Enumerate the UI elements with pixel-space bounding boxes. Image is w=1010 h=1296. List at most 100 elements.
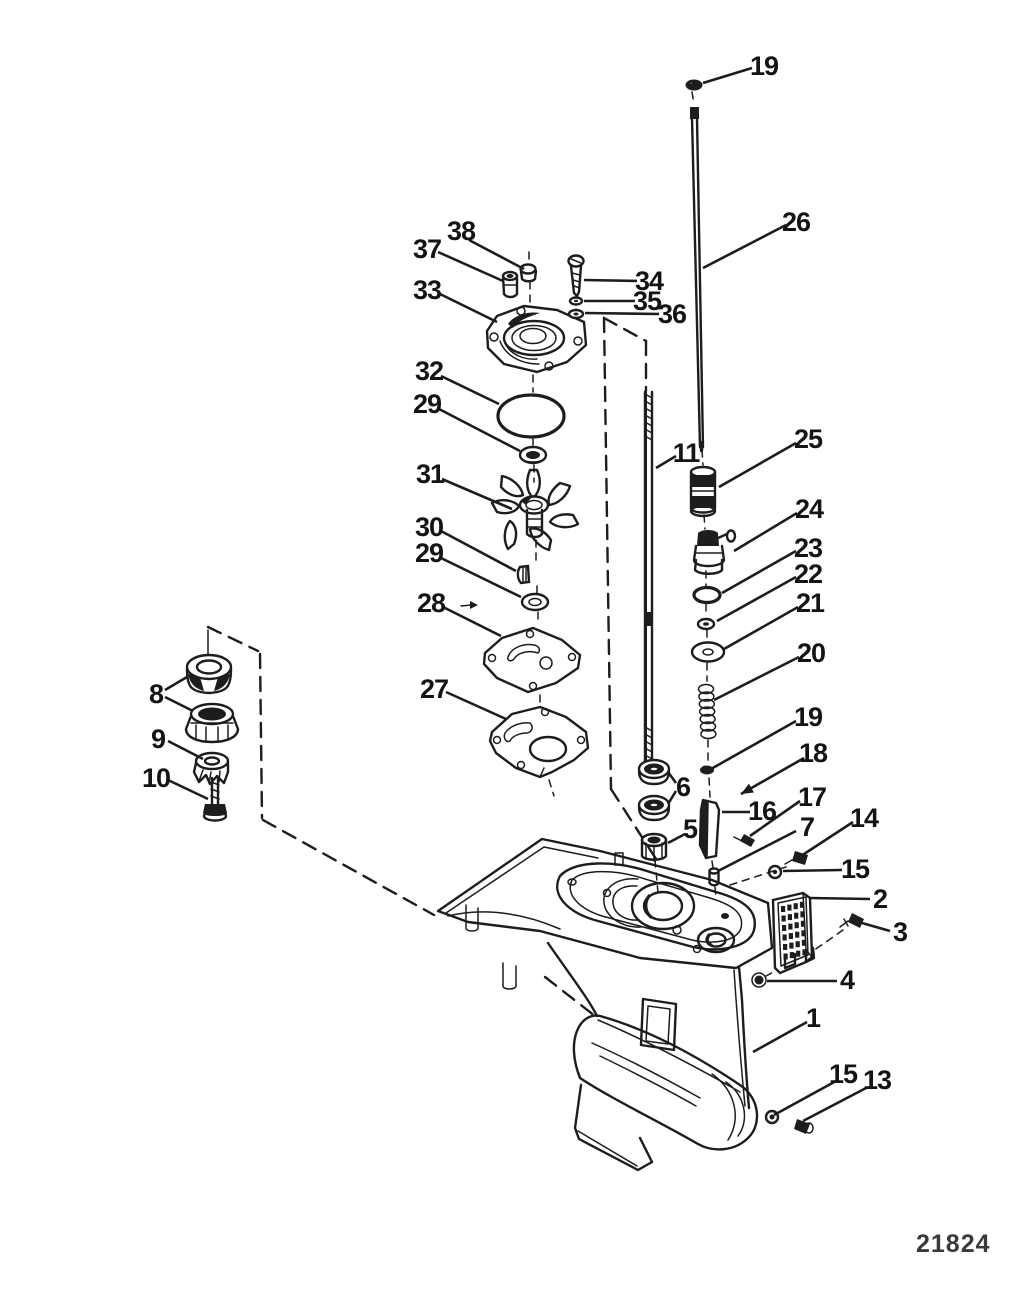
- pump-cover-sleeve: [501, 270, 519, 299]
- screen-hole: [794, 912, 799, 919]
- driveshaft-bearing-lower: [637, 794, 671, 822]
- screen-hole: [796, 950, 801, 957]
- pinion-gear: [192, 751, 230, 786]
- leader-line-5: [667, 832, 686, 845]
- spring-coil: [699, 713, 716, 725]
- leader-line-22: [716, 575, 797, 623]
- callout-label-30-14: 30: [415, 512, 443, 542]
- leader-line-15: [773, 1079, 837, 1117]
- orientation-arrow: [460, 601, 478, 609]
- screen-hole: [800, 911, 805, 918]
- cam-o-ring: [692, 585, 722, 605]
- leader-line-23: [721, 549, 797, 595]
- leader-line-29: [440, 556, 522, 599]
- pump-base-plate: [488, 705, 590, 779]
- screen-hole: [799, 901, 805, 908]
- callout-label-6-27: 6: [676, 772, 691, 802]
- callout-label-19-0: 19: [750, 51, 779, 81]
- callout-label-29-9: 29: [413, 389, 442, 419]
- face-plate-gasket: [482, 626, 582, 694]
- leader-line-15: [782, 868, 843, 873]
- drain-washer: [764, 1109, 780, 1125]
- screen-hole: [783, 944, 788, 950]
- callout-label-31-12: 31: [416, 459, 445, 489]
- screw-washer-flat: [567, 308, 585, 320]
- screen-hole: [795, 931, 800, 938]
- vent-screw: [751, 972, 767, 988]
- callout-label-9-24: 9: [151, 724, 166, 754]
- callout-label-24-13: 24: [795, 494, 824, 524]
- leader-line-9: [167, 739, 204, 761]
- callout-label-11-11: 11: [673, 438, 701, 468]
- screw-washer-small: [568, 296, 584, 306]
- driveshaft-bearing-upper: [637, 758, 671, 786]
- callout-label-2-34: 2: [873, 884, 887, 914]
- callout-label-18-25: 18: [799, 738, 828, 768]
- screen-hole: [781, 915, 786, 922]
- screen-hole: [801, 939, 807, 946]
- gear-housing: [436, 837, 774, 1172]
- leader-line-10: [167, 778, 209, 801]
- screen-hole: [789, 942, 794, 949]
- leader-line-19: [710, 719, 797, 771]
- drain-screw: [794, 1119, 814, 1134]
- spring-coil: [697, 683, 715, 695]
- leader-line-30: [440, 529, 517, 573]
- screen-hole: [794, 922, 799, 929]
- callout-label-38-2: 38: [447, 216, 476, 246]
- leader-line-34: [583, 278, 638, 283]
- callout-label-25-10: 25: [794, 424, 823, 454]
- shift-cam: [692, 529, 737, 575]
- follower-screw: [733, 834, 755, 847]
- spring-coil: [698, 691, 715, 702]
- leader-line-13: [802, 1085, 869, 1123]
- leader-line-17: [749, 799, 801, 838]
- callout-label-14-30: 14: [850, 803, 879, 833]
- leader-line-2: [809, 896, 871, 901]
- driveshaft-sleeve: [640, 832, 668, 862]
- callout-label-8-22: 8: [149, 679, 164, 709]
- leader-line-38: [468, 238, 525, 271]
- callout-label-7-31: 7: [800, 812, 814, 842]
- callout-label-28-18: 28: [417, 588, 446, 618]
- leader-line-1: [752, 1020, 808, 1054]
- leader-line-19: [702, 66, 753, 85]
- leader-line-18: [740, 756, 805, 796]
- screen-hole: [781, 906, 786, 912]
- shift-spring: [697, 683, 717, 740]
- figure-number: 21824: [916, 1230, 991, 1258]
- leader-line-29: [438, 407, 521, 453]
- oil-seal: [518, 445, 548, 465]
- washer-flat: [690, 641, 726, 663]
- shift-shaft-bushing: [689, 465, 717, 518]
- screen-hole: [787, 914, 792, 921]
- callout-label-20-20: 20: [797, 638, 825, 668]
- leader-line-11: [655, 454, 677, 470]
- leader-line-26: [702, 223, 787, 270]
- screen-hole: [793, 903, 798, 910]
- leader-line-3: [861, 921, 891, 933]
- screen-hole: [800, 920, 806, 927]
- leader-line-7: [717, 829, 797, 873]
- screen-hole: [789, 952, 794, 959]
- callout-label-13-39: 13: [863, 1065, 892, 1095]
- cam-follower: [698, 798, 721, 860]
- callout-label-15-33: 15: [841, 854, 870, 884]
- screen-hole: [795, 941, 800, 948]
- impeller-key: [516, 564, 531, 585]
- leader-arrowhead-18: [741, 783, 754, 794]
- callout-label-34-4: 34: [635, 266, 664, 296]
- spring-coil: [700, 728, 717, 740]
- leader-line-36: [584, 311, 660, 316]
- leader-line-28: [442, 605, 502, 638]
- callout-label-19-23: 19: [794, 702, 823, 732]
- callout-label-35-6: 35: [633, 286, 662, 316]
- leader-line-8: [164, 695, 194, 713]
- callout-label-27-21: 27: [420, 674, 448, 704]
- callout-label-3-35: 3: [893, 917, 908, 947]
- cover-o-ring: [496, 393, 566, 439]
- shift-shaft-locknut: [685, 79, 703, 91]
